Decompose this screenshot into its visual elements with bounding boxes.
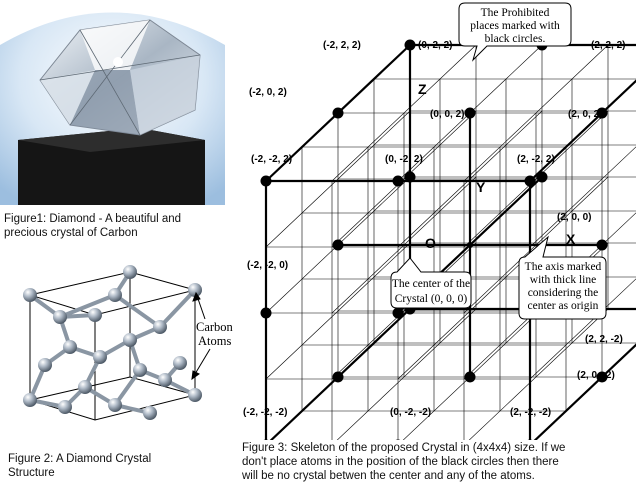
coord-2-0-2: (2, 0, 2) bbox=[568, 109, 602, 120]
prohibited-dot bbox=[395, 439, 401, 440]
diamond-photo bbox=[0, 0, 225, 205]
coord-0-m2-2: (0, -2, 2) bbox=[385, 154, 423, 165]
grid-line bbox=[463, 110, 609, 248]
figure2-caption-line2: Structure bbox=[8, 467, 55, 479]
coord-m2-m2-m2: (-2, -2, -2) bbox=[243, 407, 287, 418]
grid-line bbox=[529, 146, 636, 248]
callout-axis-line2: with thick line bbox=[530, 274, 596, 286]
coord-m2-2-2: (-2, 2, 2) bbox=[323, 40, 361, 51]
prohibited-dot bbox=[596, 239, 608, 251]
figure1-caption-line2: precious crystal of Carbon bbox=[4, 227, 138, 239]
origin-label: O bbox=[425, 235, 436, 251]
prohibited-dot bbox=[404, 171, 416, 183]
prohibited-dot bbox=[392, 307, 404, 319]
callout-prohibited: The Prohibited places marked with black … bbox=[458, 2, 572, 62]
prohibited-dot bbox=[596, 371, 608, 383]
center-point bbox=[467, 242, 473, 248]
prohibited-dot bbox=[464, 371, 476, 383]
prohibited-dot bbox=[263, 439, 269, 440]
prohibited-dot bbox=[260, 307, 272, 319]
axis-z-label: Z bbox=[418, 81, 427, 97]
prohibited-dot bbox=[260, 175, 272, 187]
prohibited-dot bbox=[404, 39, 416, 51]
callout-axis-line1: The axis marked bbox=[525, 261, 602, 273]
figure3-caption-line3: will be no crystal betwen the center and… bbox=[242, 470, 535, 482]
callout-prohibited-line1: The Prohibited bbox=[481, 7, 550, 19]
callout-axis-line4: center as origin bbox=[528, 300, 599, 312]
figure1-caption: Figure1: Diamond - A beautiful and preci… bbox=[4, 212, 181, 240]
figure3-caption-line2: don't place atoms in the position of the… bbox=[242, 456, 559, 468]
axis-y-label: Y bbox=[476, 179, 486, 195]
coord-m2-0-2: (-2, 0, 2) bbox=[249, 87, 287, 98]
coord-2-2-2: (2, 2, 2) bbox=[591, 40, 625, 51]
prohibited-dot bbox=[527, 439, 533, 440]
crystal-skeleton-figure: Z Y X O (-2, 2, 2) (0, 2, 2) (2, 2, 2) (… bbox=[243, 2, 636, 440]
callout-axis: The axis marked with thick line consider… bbox=[518, 235, 607, 320]
coord-0-m2-m2: (0, -2, -2) bbox=[390, 407, 431, 418]
carbon-label-line1: Carbon bbox=[196, 320, 234, 334]
figure3-caption-line1: Figure 3: Skeleton of the proposed Cryst… bbox=[242, 442, 566, 454]
prohibited-dot bbox=[332, 239, 344, 251]
diamond-gem bbox=[39, 19, 201, 136]
callout-prohibited-line3: black circles. bbox=[485, 33, 546, 45]
grid-line bbox=[463, 44, 609, 182]
figure2-caption-line1: Figure 2: A Diamond Crystal bbox=[8, 453, 152, 465]
callout-center-line2: Crystal (0, 0, 0) bbox=[395, 293, 468, 305]
axis-x-label: X bbox=[566, 231, 576, 247]
diamond-structure-figure: Carbon Atoms bbox=[23, 265, 234, 421]
figure3-caption: Figure 3: Skeleton of the proposed Cryst… bbox=[242, 441, 565, 483]
prohibited-dot bbox=[596, 107, 608, 119]
coord-2-2-m2: (2, 2, -2) bbox=[585, 334, 623, 345]
callout-prohibited-line2: places marked with bbox=[470, 20, 560, 32]
prohibited-dot bbox=[524, 175, 536, 187]
structure-atoms bbox=[23, 265, 202, 420]
coord-2-m2-m2: (2, -2, -2) bbox=[510, 407, 551, 418]
prohibited-dot bbox=[536, 171, 548, 183]
coord-2-0-m2: (2, 0, -2) bbox=[577, 370, 615, 381]
coord-m2-m2-2: (-2, -2, 2) bbox=[251, 154, 292, 165]
coord-0-0-2: (0, 0, 2) bbox=[430, 109, 464, 120]
prohibited-dot bbox=[332, 107, 344, 119]
callout-axis-line3: considering the bbox=[528, 287, 599, 299]
figure2-caption: Figure 2: A Diamond Crystal Structure bbox=[8, 452, 151, 480]
prohibited-dot bbox=[332, 371, 344, 383]
carbon-label-line2: Atoms bbox=[198, 334, 231, 348]
callout-center-line1: The center of the bbox=[392, 278, 470, 290]
prohibited-dot bbox=[464, 107, 476, 119]
coord-m2-m2-0: (-2, -2, 0) bbox=[247, 260, 288, 271]
coord-0-2-2: (0, 2, 2) bbox=[418, 40, 452, 51]
carbon-label-arrows bbox=[191, 291, 211, 381]
coord-2-m2-2: (2, -2, 2) bbox=[517, 154, 555, 165]
figure1-caption-line1: Figure1: Diamond - A beautiful and bbox=[4, 213, 182, 225]
coord-2-0-0: (2, 0, 0) bbox=[557, 212, 591, 223]
prohibited-dot bbox=[392, 175, 404, 187]
callout-center: The center of the Crystal (0, 0, 0) bbox=[390, 257, 472, 309]
